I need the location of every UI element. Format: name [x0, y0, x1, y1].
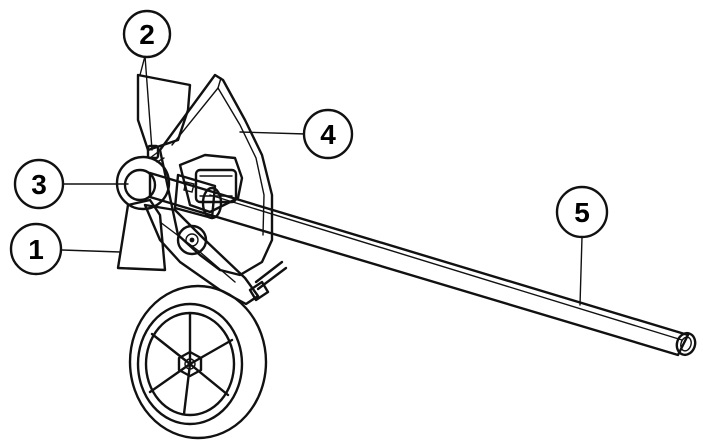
leader-lines [61, 55, 583, 306]
callout-1-label: 1 [28, 234, 44, 265]
callout-5-label: 5 [574, 197, 590, 228]
deflector-guard [158, 73, 274, 277]
callout-3-label: 3 [31, 169, 47, 200]
callout-1: 1 [9, 222, 63, 276]
callout-2-label: 2 [139, 19, 155, 50]
shaft-tube [148, 171, 697, 357]
shaft-clamp [173, 173, 223, 220]
callout-5: 5 [555, 185, 609, 239]
callout-2: 2 [122, 9, 172, 59]
callout-4-label: 4 [320, 119, 336, 150]
callout-3: 3 [13, 158, 65, 210]
wheel-bracket [143, 203, 260, 306]
blade-hub [115, 144, 171, 211]
adjustment-rod [248, 260, 288, 302]
wheel [128, 284, 268, 440]
upper-blade [136, 73, 192, 152]
callout-4: 4 [302, 108, 354, 160]
